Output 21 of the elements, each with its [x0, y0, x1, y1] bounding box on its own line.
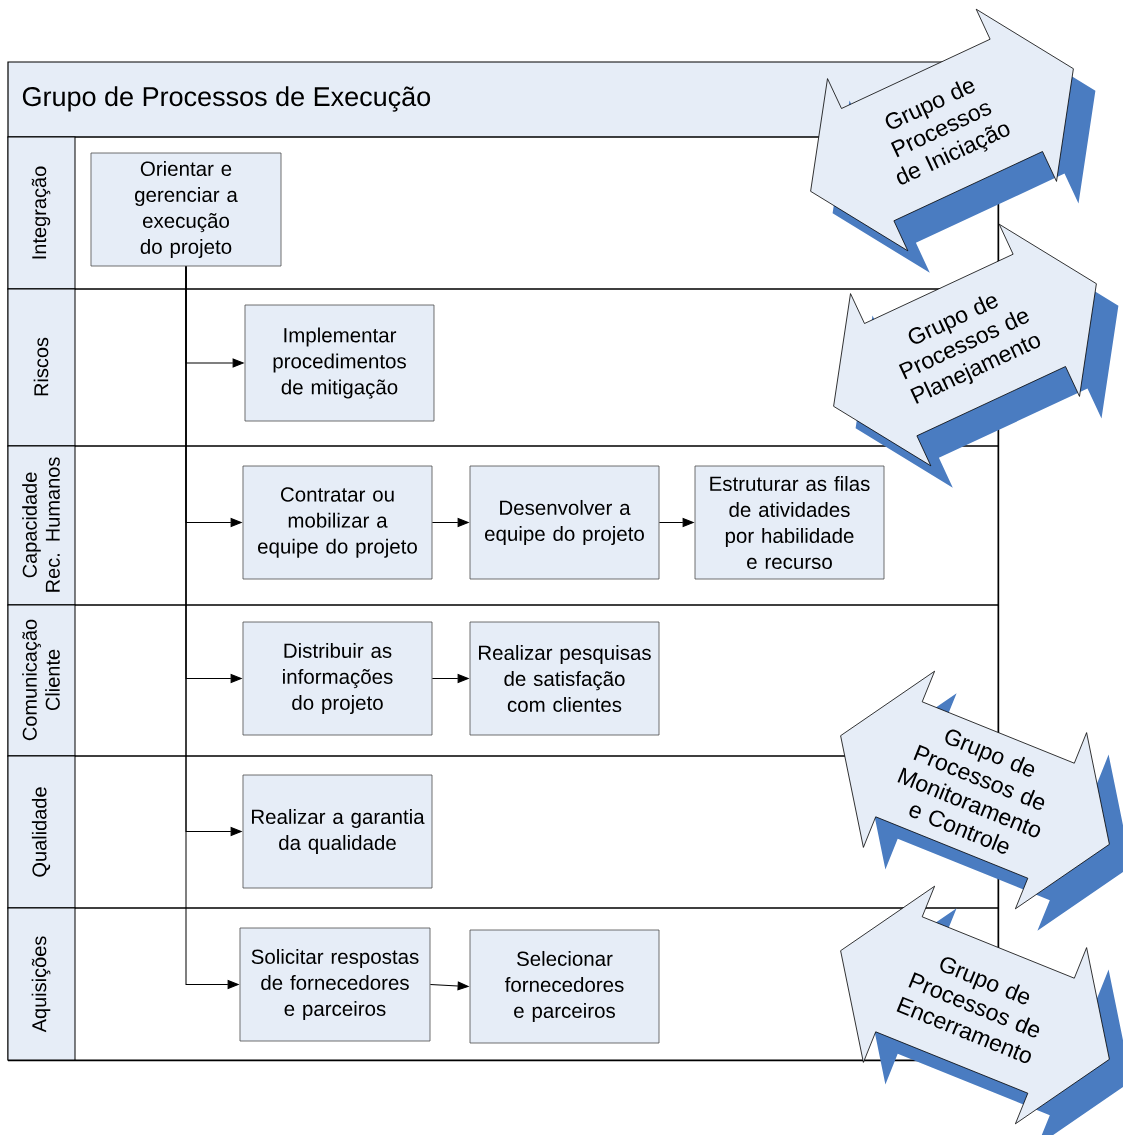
process-box: Realizar a garantia da qualidade [242, 774, 433, 889]
process-box: Solicitar respostas de fornecedores e parceiros [239, 927, 431, 1042]
lane-header: Riscos [7, 288, 76, 447]
arrow [429, 981, 469, 991]
arrow [431, 674, 469, 683]
lane-header: Qualidade [7, 755, 76, 909]
lane-header: Integração [7, 136, 76, 290]
process-box: Selecionar fornecedores e parceiros [469, 929, 660, 1044]
arrow [431, 518, 469, 527]
process-box: Distribuir as informações do projeto [242, 621, 433, 736]
arrow [185, 265, 239, 989]
process-box: Desenvolver a equipe do projeto [469, 465, 660, 580]
arrow [658, 518, 694, 527]
process-box: Orientar e gerenciar a execução do projeto [90, 152, 282, 267]
lane-header: Comunicação Cliente [7, 604, 76, 757]
lane-header: Aquisições [7, 907, 76, 1061]
lane-header: Capacidade Rec. Humanos [7, 445, 76, 606]
process-box: Estruturar as filas de atividades por habilidade e recurso [694, 465, 885, 580]
process-box: Realizar pesquisas de satisfação com clientes [469, 621, 660, 736]
process-box: Implementar procedimentos de mitigação [244, 304, 435, 422]
process-box: Contratar ou mobilizar a equipe do projeto [242, 465, 433, 580]
